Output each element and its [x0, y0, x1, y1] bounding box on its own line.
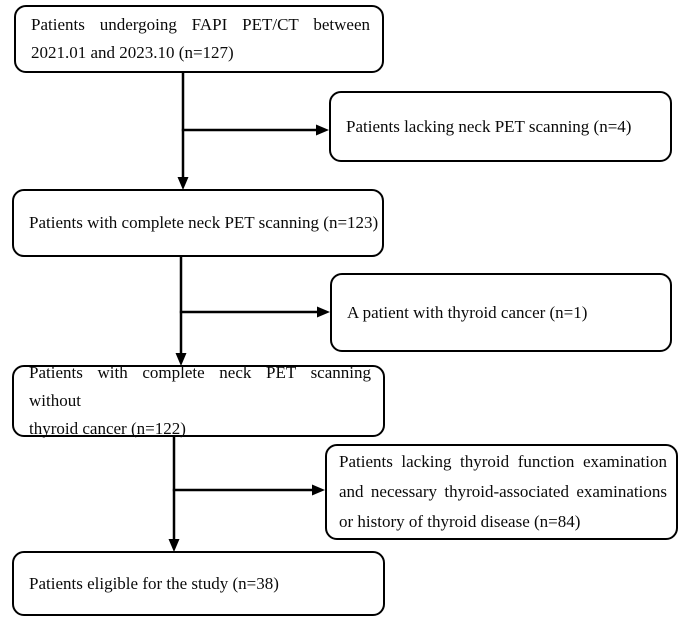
- node-text-line: Patients lacking neck PET scanning (n=4): [346, 116, 632, 136]
- flow-node-eligible: Patients eligible for the study (n=38): [12, 551, 385, 616]
- node-text-line: Patients lacking thyroid function examin…: [339, 452, 667, 471]
- flow-node-without-thyroid-cancer: Patients with complete neck PET scanning…: [12, 363, 385, 438]
- node-text-line: 2021.01 and 2023.10 (n=127): [31, 43, 234, 62]
- node-text-line: and necessary thyroid-associated examina…: [339, 482, 667, 501]
- flow-node-enrolled: Patients undergoing FAPI PET/CT between …: [14, 5, 384, 73]
- flow-node-complete-neck-pet: Patients with complete neck PET scanning…: [12, 189, 384, 257]
- flow-node-lacking-neck-pet: Patients lacking neck PET scanning (n=4): [329, 91, 672, 162]
- arrow-branch-thyroid-cancer: [179, 306, 330, 318]
- node-text-line: Patients with complete neck PET scanning…: [29, 213, 379, 232]
- arrow-branch-lacking-thyroid-exams: [172, 484, 325, 496]
- flow-node-lacking-thyroid-exams: Patients lacking thyroid function examin…: [325, 444, 678, 540]
- node-text-line: or history of thyroid disease (n=84): [339, 512, 581, 531]
- arrow-branch-lacking-neck-pet: [181, 124, 329, 136]
- flow-node-thyroid-cancer: A patient with thyroid cancer (n=1): [330, 273, 672, 352]
- node-text-line: thyroid cancer (n=122): [29, 419, 186, 438]
- arrow-complete-to-without-cancer: [175, 257, 187, 366]
- node-text-line: Patients eligible for the study (n=38): [29, 573, 279, 593]
- node-text-line: Patients with complete neck PET scanning…: [29, 363, 371, 410]
- arrow-without-cancer-to-eligible: [168, 437, 180, 552]
- node-text-line: Patients undergoing FAPI PET/CT between: [31, 15, 370, 34]
- arrow-enrolled-to-complete: [177, 73, 189, 190]
- node-text-line: A patient with thyroid cancer (n=1): [347, 302, 588, 322]
